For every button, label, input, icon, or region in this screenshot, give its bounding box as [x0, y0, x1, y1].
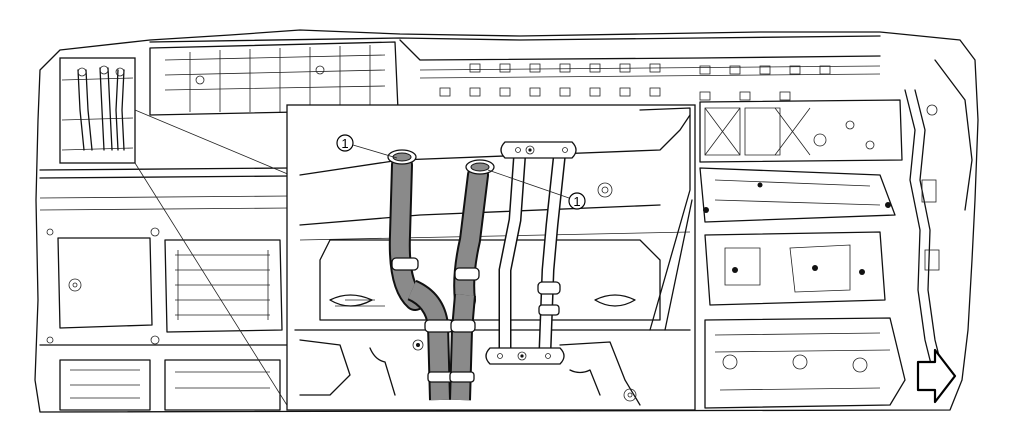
coolant-pipes [485, 141, 577, 365]
locator-inset [59, 57, 291, 411]
upper-left-grid-panel [149, 41, 399, 116]
rail-slots [439, 63, 831, 101]
right-side-structure [699, 59, 973, 409]
detail-view: 1 1 [286, 104, 696, 411]
callout-1b-label: 1 [573, 194, 580, 209]
lower-left-panels [39, 227, 291, 411]
callout-1a: 1 [336, 134, 398, 159]
callout-1b: 1 [487, 169, 586, 210]
front-direction-arrow-icon [916, 348, 957, 404]
callout-1a-label: 1 [341, 136, 348, 151]
vehicle-underbody-outline [34, 29, 979, 413]
